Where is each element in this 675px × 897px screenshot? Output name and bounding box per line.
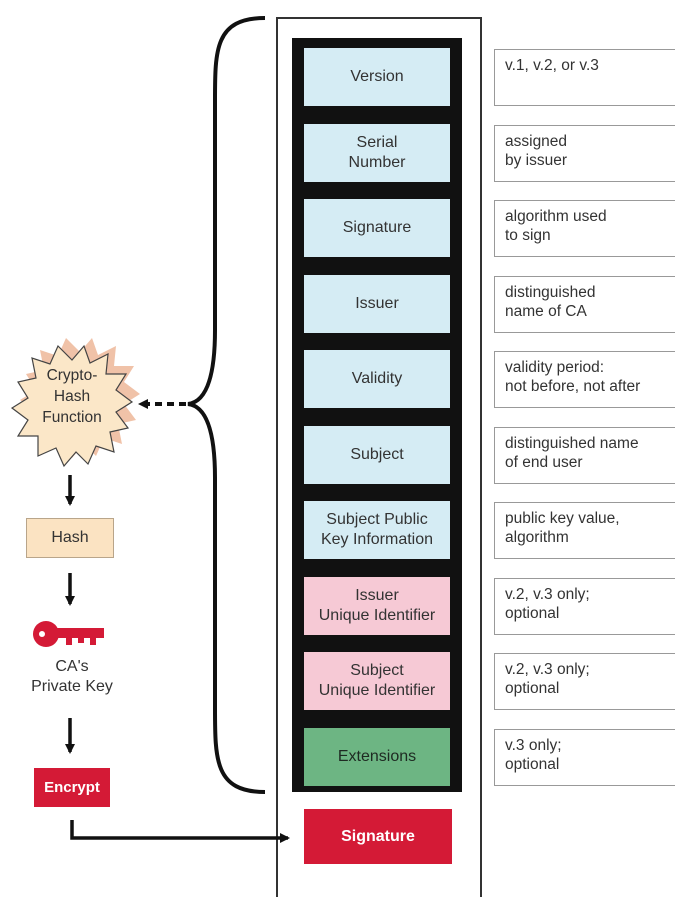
- certificate-frame: [276, 17, 482, 897]
- ca-private-key-label: CA's Private Key: [31, 658, 113, 695]
- field-description: validity period: not before, not after: [494, 351, 675, 408]
- field-description: v.3 only; optional: [494, 729, 675, 786]
- hash-function-star: [10, 344, 134, 468]
- field-box: Issuer: [304, 275, 450, 333]
- field-box: Validity: [304, 350, 450, 408]
- field-box: Issuer Unique Identifier: [304, 577, 450, 635]
- hash-box: Hash: [26, 518, 114, 558]
- encrypt-box: Encrypt: [34, 768, 110, 807]
- field-description: v.2, v.3 only; optional: [494, 578, 675, 635]
- field-description: public key value, algorithm: [494, 502, 675, 559]
- field-description: assigned by issuer: [494, 125, 675, 182]
- hash-function-label: Crypto- Hash Function: [42, 367, 102, 426]
- field-description: distinguished name of CA: [494, 276, 675, 333]
- field-box: Serial Number: [304, 124, 450, 182]
- curly-brace: [187, 16, 266, 794]
- field-box: Signature: [304, 199, 450, 257]
- connectors-layer: [10, 16, 290, 843]
- field-box: Subject Unique Identifier: [304, 652, 450, 710]
- field-description: distinguished name of end user: [494, 427, 675, 484]
- field-description: v.2, v.3 only; optional: [494, 653, 675, 710]
- field-box: Subject Public Key Information: [304, 501, 450, 559]
- signature-box: Signature: [304, 809, 452, 864]
- field-description: v.1, v.2, or v.3: [494, 49, 675, 106]
- encrypt-to-signature-arrow: [70, 820, 290, 843]
- private-key-icon: [33, 621, 104, 647]
- field-box: Version: [304, 48, 450, 106]
- field-description: algorithm used to sign: [494, 200, 675, 257]
- field-box: Subject: [304, 426, 450, 484]
- field-box: Extensions: [304, 728, 450, 786]
